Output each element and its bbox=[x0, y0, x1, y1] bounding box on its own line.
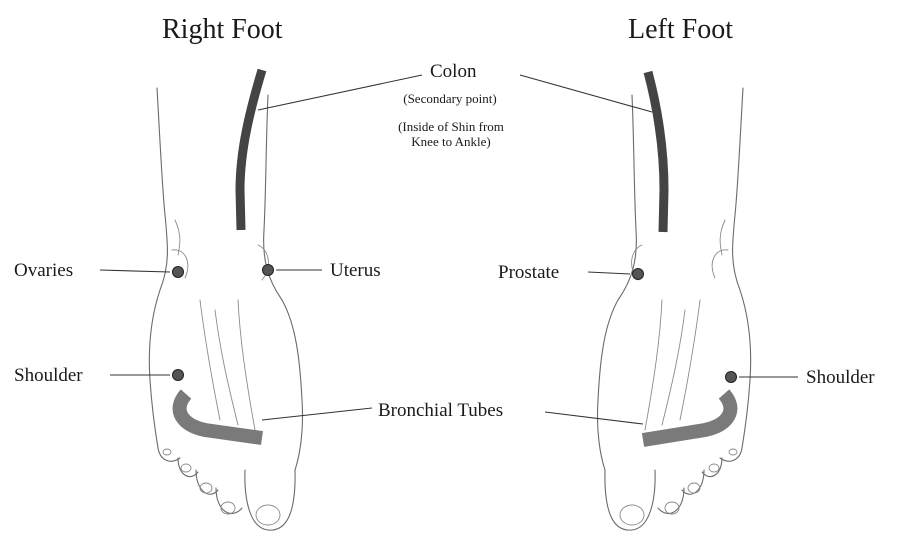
ovaries-label: Ovaries bbox=[14, 260, 74, 281]
shoulder-left-label: Shoulder bbox=[806, 367, 875, 388]
bronchial-tubes-label: Bronchial Tubes bbox=[378, 400, 504, 421]
colon-label: Colon bbox=[430, 61, 477, 82]
colon-secondary-label: (Secondary point) bbox=[403, 91, 497, 106]
shoulder-right-label: Shoulder bbox=[14, 365, 83, 386]
left-foot-title: Left Foot bbox=[628, 14, 733, 45]
left-foot-drawing bbox=[596, 70, 752, 531]
colon-location-line2: Knee to Ankle) bbox=[411, 134, 491, 149]
uterus-label: Uterus bbox=[330, 260, 381, 281]
colon-location-line1: (Inside of Shin from bbox=[398, 119, 504, 134]
leader-lines bbox=[99, 74, 798, 425]
prostate-label: Prostate bbox=[498, 262, 560, 283]
right-foot-title: Right Foot bbox=[162, 14, 283, 45]
right-foot-drawing bbox=[148, 68, 304, 531]
